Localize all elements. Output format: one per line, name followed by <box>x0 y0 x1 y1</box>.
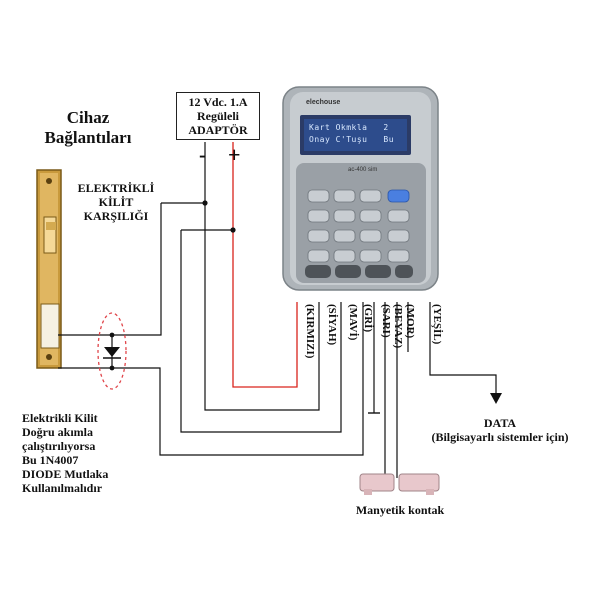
lock-line2: KİLİT <box>98 195 134 209</box>
diode-note-line4: Bu 1N4007 <box>22 453 79 467</box>
data-label: DATA (Bilgisayarlı sistemler için) <box>418 416 582 444</box>
magnetic-contact-icon <box>359 473 440 495</box>
title-line1: Cihaz <box>66 108 110 127</box>
diode-note-line5: DIODE Mutlaka <box>22 467 109 481</box>
wire-label-mor: (MOR) <box>404 304 416 339</box>
wire-label-sari: (SARI) <box>380 304 392 338</box>
adaptor-line1: 12 Vdc. 1.A <box>188 95 248 109</box>
diode-note-line6: Kullanılmalıdır <box>22 481 103 495</box>
diode-icon <box>97 312 127 390</box>
wire-label-yesil: (YEŞİL) <box>431 304 443 345</box>
wire-label-gri: (GRİ) <box>362 304 374 333</box>
page-title: Cihaz Bağlantıları <box>30 108 146 148</box>
diode-note-line3: çalıştırılıyorsa <box>22 439 96 453</box>
lock-line1: ELEKTRİKLİ <box>77 181 155 195</box>
data-label-line2: (Bilgisayarlı sistemler için) <box>431 430 569 444</box>
wire-label-mavi: (MAVİ) <box>347 304 359 341</box>
adaptor-line2: Regüleli <box>197 109 239 123</box>
lock-label: ELEKTRİKLİ KİLİT KARŞILIĞI <box>66 181 166 223</box>
arrow-down-icon <box>490 393 502 404</box>
door-strike-icon <box>36 169 62 369</box>
device-brand: elechouse <box>306 99 341 106</box>
diode-note: Elektrikli Kilit Doğru akımla çalıştırıl… <box>22 411 152 495</box>
data-label-line1: DATA <box>483 416 517 430</box>
contact-label: Manyetik kontak <box>355 503 445 517</box>
adaptor-minus: - <box>199 142 207 167</box>
lcd-line2: Onay C'Tuşu Bu <box>309 135 395 144</box>
keypad-device-icon <box>282 86 439 291</box>
title-line2: Bağlantıları <box>44 128 132 147</box>
lock-line3: KARŞILIĞI <box>83 209 149 223</box>
wire-label-beyaz: (BEYAZ) <box>392 304 404 349</box>
lcd-line1: Kart Okmkla 2 <box>309 123 389 132</box>
device-model: ac-400 sim <box>348 167 378 173</box>
wire-label-siyah: (SİYAH) <box>326 304 338 346</box>
adaptor-box: 12 Vdc. 1.A Regüleli ADAPTÖR <box>176 92 260 140</box>
wire-label-kirmizi: (KIRMIZI) <box>304 304 316 359</box>
diode-note-line2: Doğru akımla <box>22 425 94 439</box>
adaptor-line3: ADAPTÖR <box>188 123 248 137</box>
diode-note-line1: Elektrikli Kilit <box>22 411 98 425</box>
adaptor-plus: + <box>228 142 241 167</box>
